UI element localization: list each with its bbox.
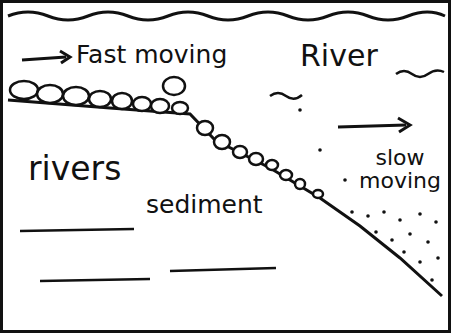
text-label: sediment	[146, 192, 263, 218]
text-label: Fast moving	[76, 42, 227, 68]
text-label: slow moving	[358, 146, 442, 192]
text-label: rivers	[28, 152, 121, 187]
text-label: River	[300, 40, 378, 72]
